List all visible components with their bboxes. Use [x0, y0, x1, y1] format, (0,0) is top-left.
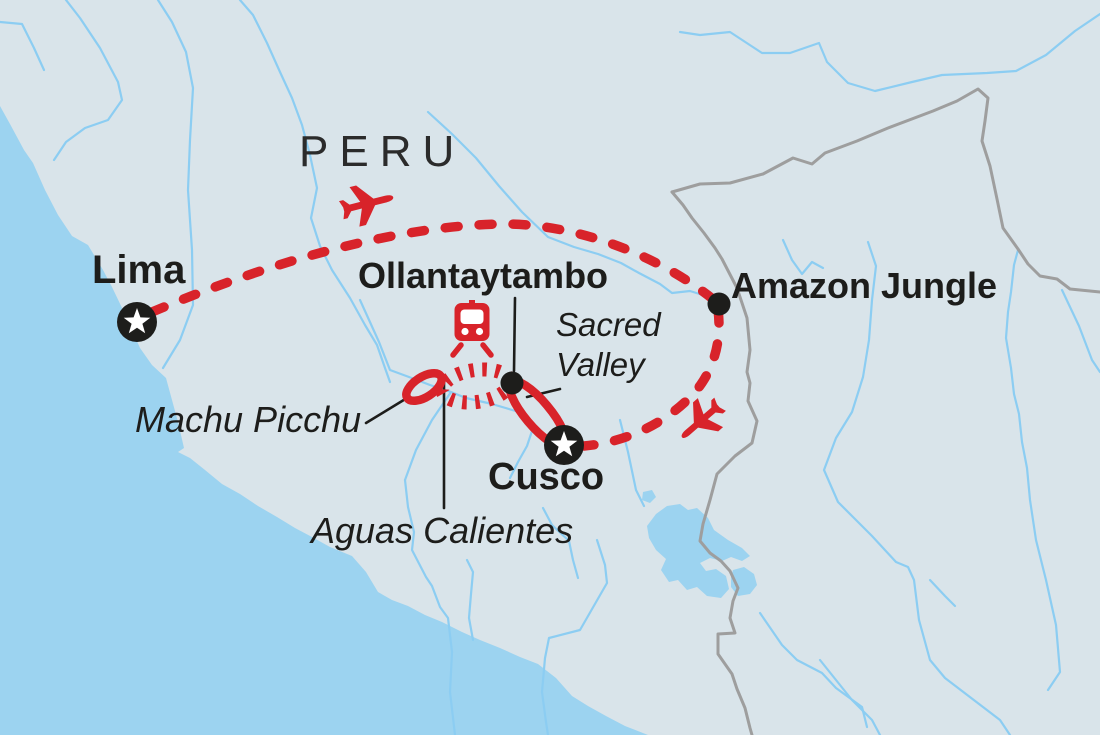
poi-label-aguas-calientes: Aguas Calientes	[311, 510, 574, 551]
flight-routes	[147, 219, 724, 451]
leader-lines	[364, 296, 562, 510]
city-label-ollantaytambo: Ollantaytambo	[358, 255, 609, 296]
star-marker-cusco	[544, 425, 584, 465]
sacred-valley-line1: Sacred	[556, 306, 661, 343]
plane-icon	[681, 397, 726, 438]
sacred-valley-line2: Valley	[556, 346, 645, 384]
route-flight-amazon-cusco	[579, 305, 724, 451]
star-marker-lima	[117, 302, 157, 342]
dot-marker-ollantaytambo	[500, 371, 524, 395]
city-label-lima: Lima	[92, 248, 186, 292]
poi-label-machu-picchu: Machu Picchu	[135, 399, 362, 440]
leader-ollantaytambo	[512, 296, 517, 373]
country-borders	[670, 87, 1100, 735]
ocean	[0, 106, 648, 735]
city-label-amazon-jungle: Amazon Jungle	[731, 265, 998, 306]
dot-marker-amazon-jungle	[707, 292, 731, 316]
machu-picchu-loop	[402, 369, 446, 405]
route-flight-lima-amazon	[147, 219, 719, 317]
city-label-cusco: Cusco	[488, 456, 605, 498]
country-label: PERU	[299, 127, 466, 176]
train-icon	[450, 300, 494, 358]
leader-machu-picchu	[364, 396, 409, 425]
poi-label-sacred-valley: Sacred Valley	[556, 305, 661, 386]
plane-icon	[338, 185, 394, 227]
